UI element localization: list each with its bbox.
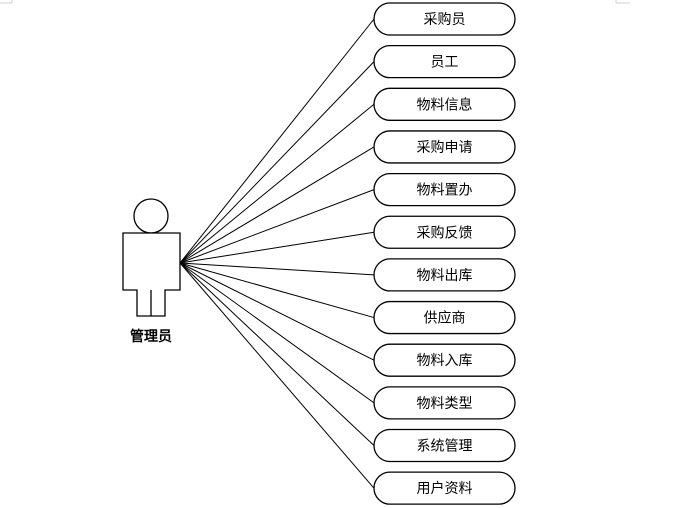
use-case-8: 供应商 (373, 300, 516, 335)
connector-line (179, 262, 375, 404)
use-case-box (373, 386, 516, 420)
connector-line (179, 262, 375, 361)
actor-label: 管理员 (130, 328, 172, 345)
connector-line (179, 61, 375, 264)
connector-lines (179, 18, 375, 489)
use-case-11: 系统管理 (373, 428, 516, 463)
use-case-9: 物料入库 (373, 343, 516, 377)
use-case-box (373, 2, 516, 36)
use-case-6: 采购反馈 (373, 215, 516, 249)
connector-line (179, 146, 375, 264)
use-case-label: 采购申请 (417, 140, 473, 156)
connector-line (179, 189, 375, 264)
use-case-12: 用户资料 (373, 471, 516, 505)
use-case-1: 采购员 (373, 2, 516, 36)
use-case-list: 采购员员工物料信息采购申请物料置办采购反馈物料出库供应商物料入库物料类型系统管理… (373, 2, 516, 505)
use-case-7: 物料出库 (373, 258, 516, 292)
use-case-label: 物料信息 (417, 96, 473, 113)
use-case-label: 供应商 (424, 310, 466, 327)
use-case-label: 系统管理 (417, 439, 473, 455)
connector-line (179, 262, 375, 276)
use-case-5: 物料置办 (373, 172, 516, 207)
use-case-box (373, 428, 516, 463)
use-case-10: 物料类型 (373, 386, 516, 420)
use-case-box (373, 471, 516, 505)
use-case-box (373, 45, 516, 79)
connector-line (179, 262, 375, 319)
use-case-label: 物料置办 (417, 183, 473, 199)
use-case-box (373, 300, 516, 335)
use-case-box (373, 343, 516, 377)
connector-line (179, 103, 375, 264)
use-case-label: 员工 (431, 55, 459, 71)
use-case-4: 采购申请 (373, 130, 516, 164)
actor: 管理员 (122, 198, 181, 345)
use-case-label: 物料类型 (417, 396, 473, 412)
use-case-box (373, 130, 516, 164)
use-case-label: 采购员 (424, 12, 466, 28)
use-case-label: 用户资料 (417, 480, 473, 497)
use-case-3: 物料信息 (373, 87, 516, 121)
use-case-label: 采购反馈 (417, 225, 473, 241)
use-case-box (373, 258, 516, 292)
person-icon (122, 198, 181, 317)
use-case-box (373, 215, 516, 249)
use-case-label: 物料出库 (417, 268, 473, 284)
connector-line (179, 18, 375, 264)
use-case-box (373, 172, 516, 207)
connector-line (179, 262, 375, 489)
corner-marks (0, 0, 630, 4)
use-case-2: 员工 (373, 45, 516, 79)
connector-line (179, 231, 375, 264)
use-case-label: 物料入库 (417, 353, 473, 369)
connector-line (179, 262, 375, 446)
use-case-box (373, 87, 516, 121)
